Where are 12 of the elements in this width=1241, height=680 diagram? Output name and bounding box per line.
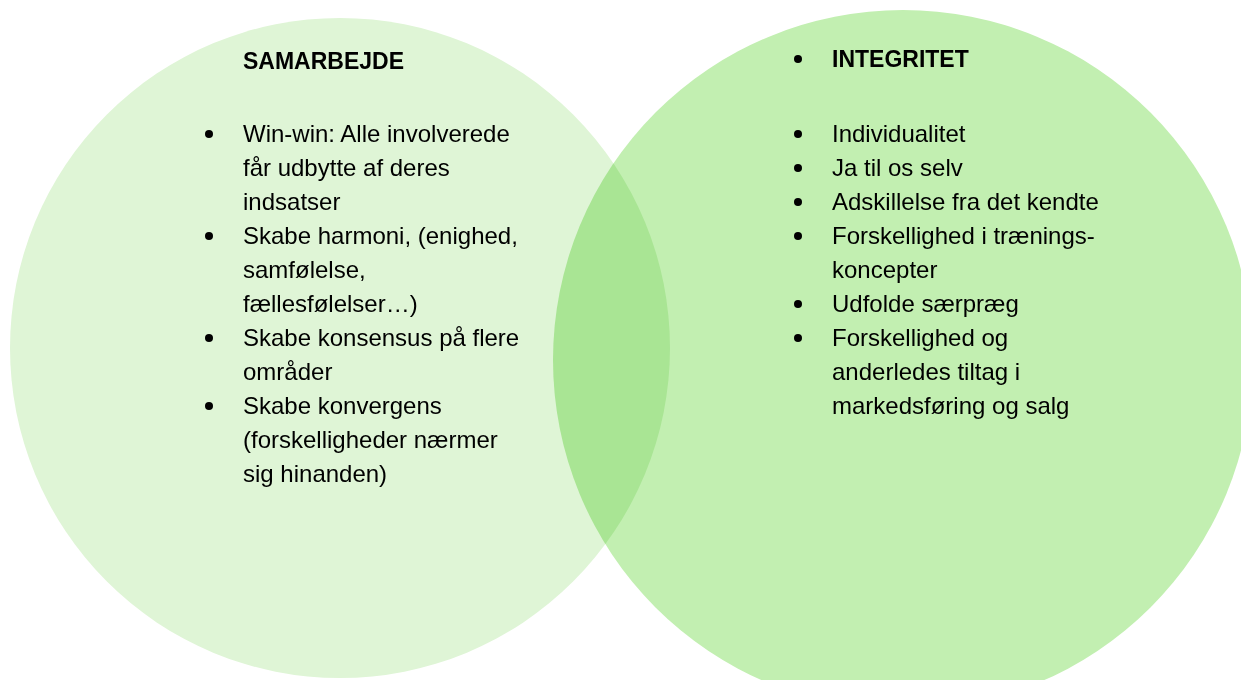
list-item: Forskellighed i trænings- koncepter bbox=[832, 222, 1095, 283]
list-item: Adskillelse fra det kendte bbox=[832, 188, 1099, 215]
list-item: Win-win: Alle involverede får udbytte af deres indsatser bbox=[243, 120, 510, 215]
list-item: Skabe konsensus på flere områder bbox=[243, 324, 520, 385]
heading: SAMARBEJDE bbox=[243, 48, 405, 74]
list-item: Udfolde særpræg bbox=[832, 290, 1019, 317]
heading: INTEGRITET bbox=[832, 46, 969, 72]
list-item: Forskellighed og anderledes tiltag i markedsføring og salg bbox=[832, 324, 1070, 419]
list-item: Individualitet bbox=[832, 120, 966, 147]
list-item: Skabe konvergens (forskelligheder nærmer sig hinanden) bbox=[243, 392, 498, 487]
list-item: Ja til os selv bbox=[832, 154, 963, 181]
list-item: Skabe harmoni, (enighed, samfølelse, fællesfølelser…) bbox=[243, 222, 518, 317]
